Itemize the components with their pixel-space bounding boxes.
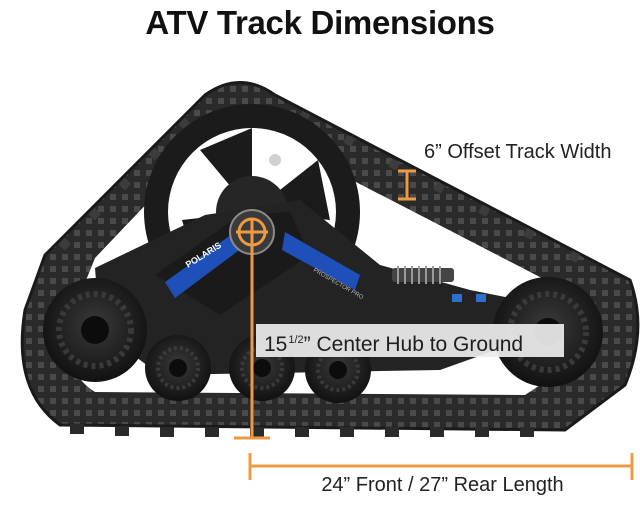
hub-height-dimension xyxy=(234,217,270,440)
track-width-dimension xyxy=(398,169,416,201)
hub-to-ground-fraction: 1/2 xyxy=(288,334,304,346)
offset-track-width-label: 6” Offset Track Width xyxy=(424,141,612,163)
hub-to-ground-text: ” Center Hub to Ground xyxy=(303,333,524,356)
track-lugs xyxy=(58,110,581,263)
hub-to-ground-value: 15 xyxy=(264,333,288,356)
hub-to-ground-label: 151/2” Center Hub to Ground xyxy=(256,324,564,357)
page-title: ATV Track Dimensions xyxy=(145,4,495,41)
track-length-label: 24” Front / 27” Rear Length xyxy=(321,474,564,496)
bogie-wheel-1 xyxy=(145,335,211,401)
track-bottom-lugs xyxy=(70,424,534,437)
front-idler-wheel xyxy=(43,278,147,382)
length-dimension xyxy=(248,453,634,480)
